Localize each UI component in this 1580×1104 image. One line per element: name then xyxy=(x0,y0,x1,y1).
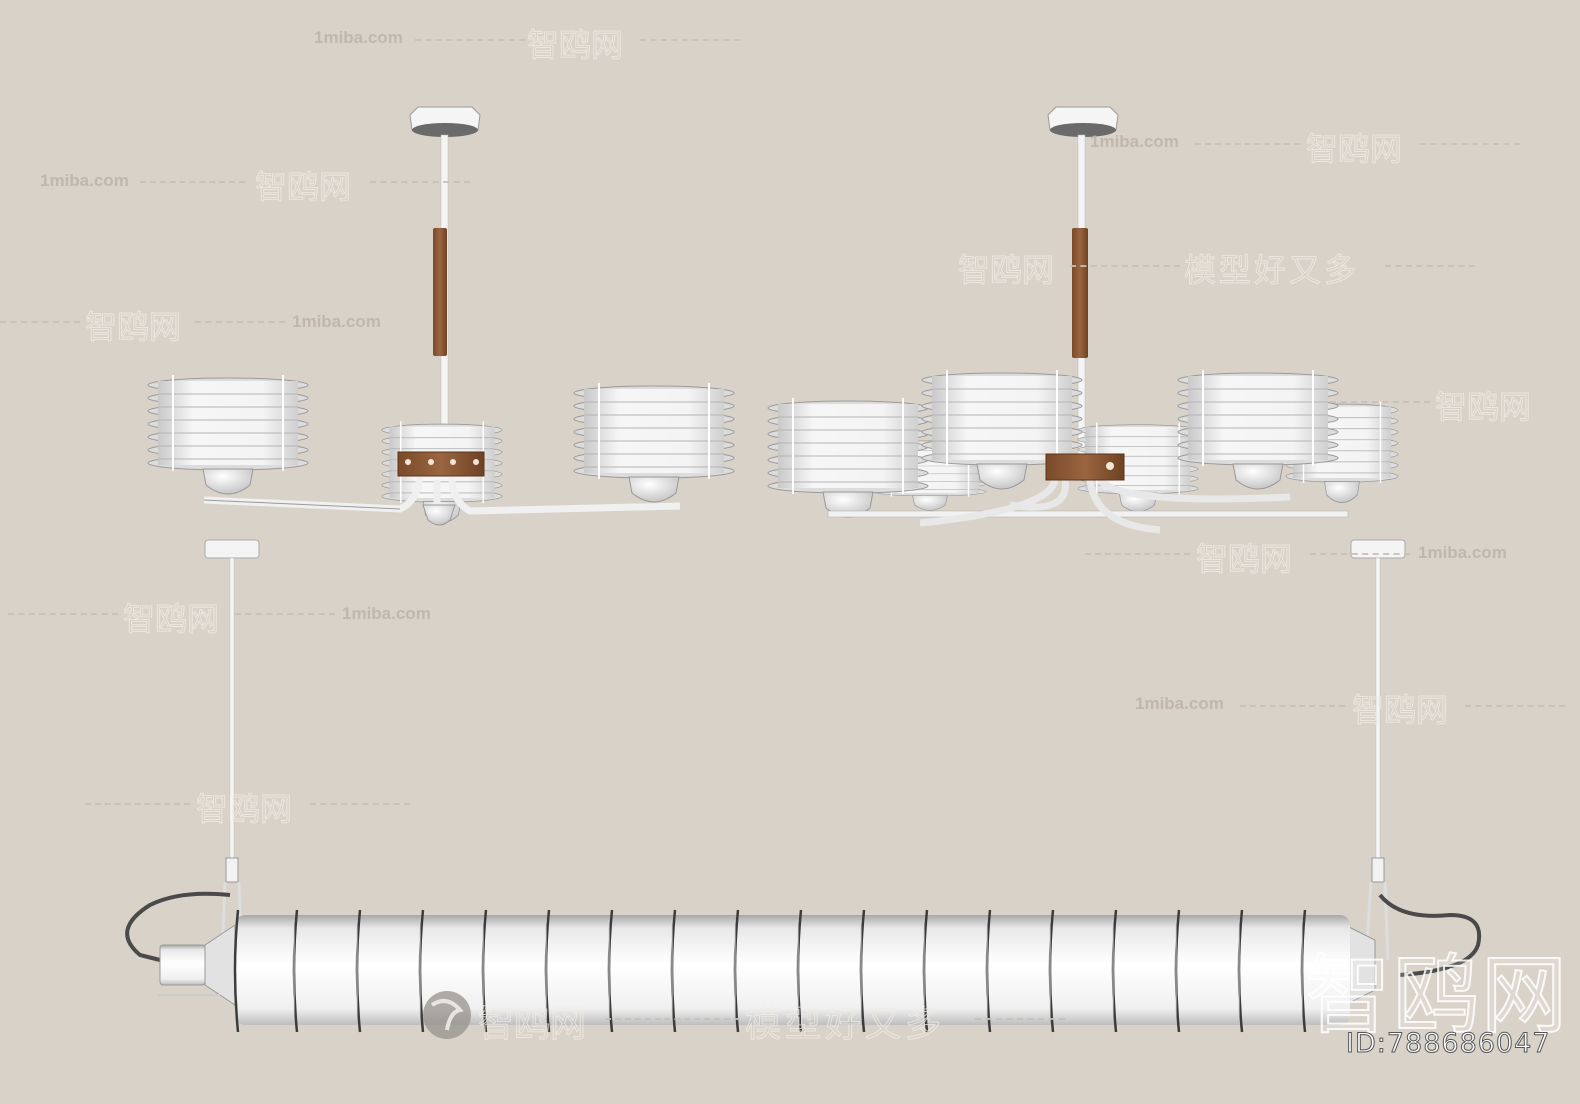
watermark-logo-large: 智鸥网 xyxy=(1304,945,1569,1047)
linear-tube-pendant xyxy=(125,539,1482,1039)
six-arm-chandelier xyxy=(767,106,1399,534)
model-id-label: ID:788686047 xyxy=(1345,1028,1551,1060)
three-arm-chandelier xyxy=(147,106,735,526)
